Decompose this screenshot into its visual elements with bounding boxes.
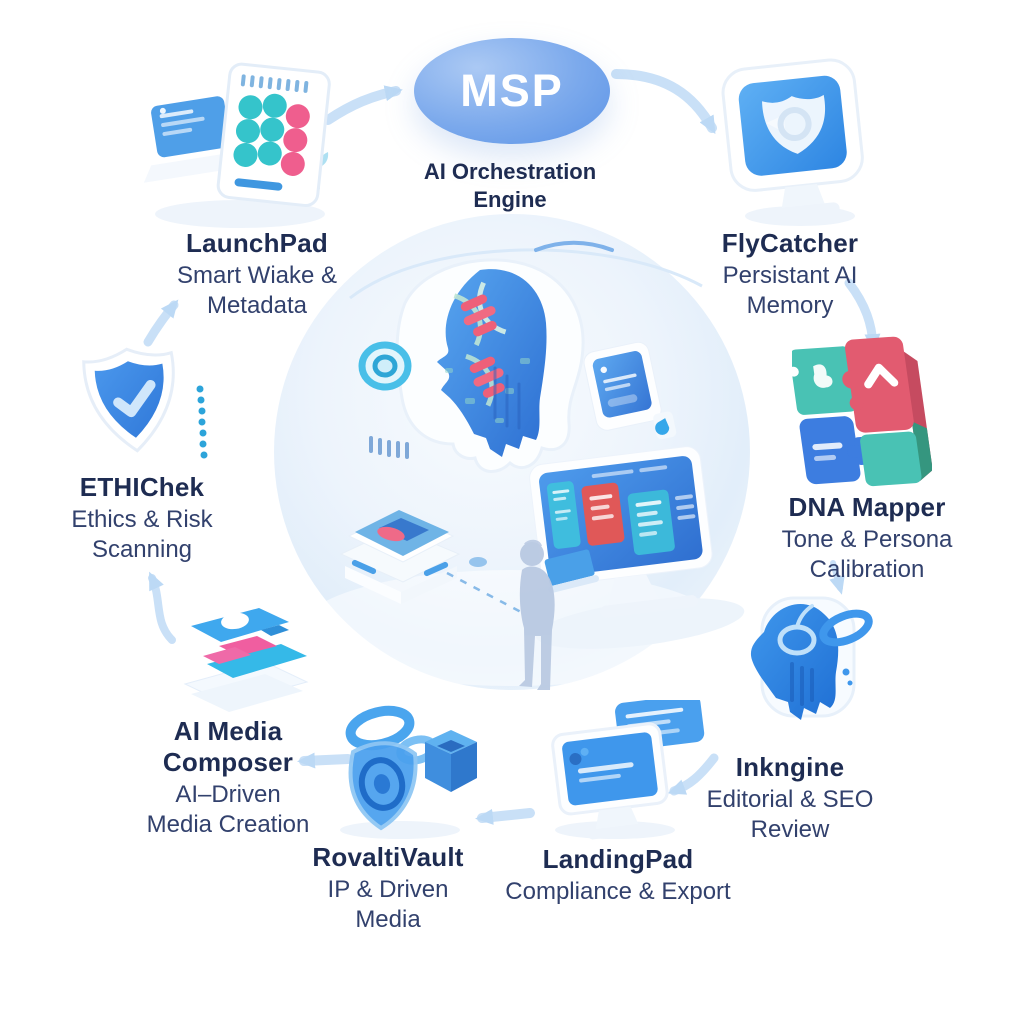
node-subtitle-line: Tone & Persona xyxy=(781,526,953,553)
node-title: LaunchPad xyxy=(186,228,328,258)
arrow-composer-to-ethichek xyxy=(148,571,176,644)
eye-lens xyxy=(358,341,412,391)
node-landingpad: LandingPad Compliance & Export xyxy=(448,844,788,907)
arrow-inkngine-to-landingpad xyxy=(667,753,719,796)
node-subtitle-line: IP & Driven xyxy=(327,876,449,903)
node-subtitle-line: Metadata xyxy=(206,292,308,319)
arrow-rovaltivault-to-composer xyxy=(297,752,353,769)
node-subtitle-line: Scanning xyxy=(91,536,193,563)
cube-shape xyxy=(425,730,477,792)
hub-caption-line: AI Orchestration xyxy=(423,159,597,184)
node-subtitle-line: Smart Wiake & xyxy=(176,262,338,289)
arrow-landingpad-to-rovaltivault xyxy=(475,808,535,825)
node-title: FlyCatcher xyxy=(721,228,859,258)
laptop-illustration xyxy=(544,549,600,593)
dna-mapper-icon xyxy=(792,336,932,487)
node-title: DNA Mapper xyxy=(788,492,946,522)
node-title-line: AI Media xyxy=(173,716,283,746)
ai-head-illustration xyxy=(358,258,585,473)
landingpad-icon xyxy=(551,700,705,840)
arrow-ethichek-to-launchpad xyxy=(143,299,179,347)
node-subtitle-line: Compliance & Export xyxy=(505,878,731,905)
node-subtitle-line: Calibration xyxy=(809,556,925,583)
node-subtitle-line: Ethics & Risk xyxy=(71,506,213,533)
floor-dashed-line xyxy=(446,571,522,614)
rovaltivault-icon xyxy=(340,705,477,839)
arrow-launchpad-to-msp xyxy=(323,85,403,125)
node-subtitle-line: Media Creation xyxy=(146,811,310,838)
workstation-illustration xyxy=(529,446,745,649)
node-title-line: Composer xyxy=(162,747,294,777)
hub-label: MSP xyxy=(460,65,564,116)
node-ethichek: ETHIChek Ethics & Risk Scanning xyxy=(7,472,277,565)
node-title: RovaltiVault xyxy=(312,842,464,872)
person-silhouette xyxy=(519,539,555,690)
hub-caption-line: Engine xyxy=(473,187,547,212)
floating-panel-illustration xyxy=(583,341,677,440)
node-subtitle-line: Persistant AI xyxy=(722,262,858,289)
central-illustration xyxy=(274,214,750,690)
node-dna-mapper: DNA Mapper Tone & Persona Calibration xyxy=(732,492,1002,585)
hub-bubble: MSP xyxy=(414,38,610,144)
node-ai-media-composer: AI Media Composer AI–Driven Media Creati… xyxy=(93,716,363,840)
scanner-stack-illustration xyxy=(339,510,461,604)
node-subtitle-line: AI–Driven xyxy=(175,781,281,808)
ai-media-composer-icon xyxy=(183,608,309,712)
node-rovaltivault: RovaltiVault IP & Driven Media xyxy=(253,842,523,935)
node-inkngine: Inkngine Editorial & SEO Review xyxy=(655,752,925,845)
node-title: ETHIChek xyxy=(79,472,205,502)
arrow-dnamapper-to-inkngine xyxy=(829,560,845,595)
node-subtitle-line: Editorial & SEO xyxy=(706,786,874,813)
node-title: Inkngine xyxy=(735,752,845,782)
node-subtitle-line: Review xyxy=(750,816,830,843)
node-flycatcher: FlyCatcher Persistant AI Memory xyxy=(655,228,925,321)
node-title: LandingPad xyxy=(542,844,694,874)
inkngine-icon xyxy=(750,596,873,720)
ethichek-icon xyxy=(82,347,208,459)
arrow-msp-to-flycatcher xyxy=(611,69,717,135)
flycatcher-icon xyxy=(721,58,864,226)
node-launchpad: LaunchPad Smart Wiake & Metadata xyxy=(122,228,392,321)
launchpad-icon xyxy=(143,62,331,228)
node-subtitle-line: Media xyxy=(355,906,421,933)
node-subtitle-line: Memory xyxy=(746,292,834,319)
hub-caption: AI Orchestration Engine xyxy=(330,158,690,214)
